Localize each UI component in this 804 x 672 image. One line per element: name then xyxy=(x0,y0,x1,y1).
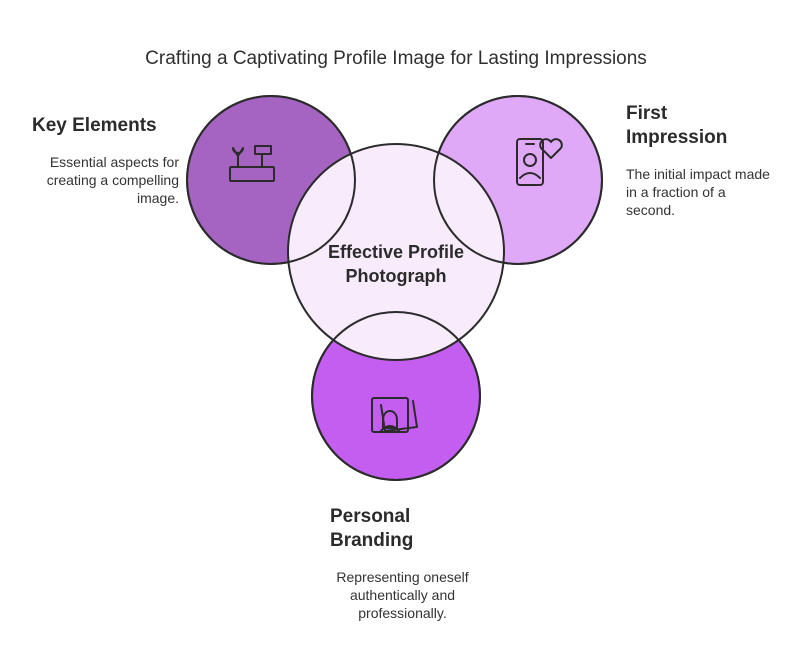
key-elements-heading: Key Elements xyxy=(32,115,157,136)
diagram-title: Crafting a Captivating Profile Image for… xyxy=(145,48,647,69)
phone-heart-icon xyxy=(516,138,563,186)
center-circle xyxy=(287,143,505,361)
toolbox-icon xyxy=(229,145,275,182)
first-impression-heading: First Impression xyxy=(626,103,728,148)
first-impression-outline xyxy=(433,95,603,265)
first-impression-description: The initial impact made in a fraction of… xyxy=(626,166,770,218)
personal-branding-heading: Personal Branding xyxy=(330,506,414,551)
key-elements-outline xyxy=(186,95,356,265)
personal-branding-outline xyxy=(311,311,481,481)
portrait-photos-icon xyxy=(371,397,418,433)
key-elements-description: Essential aspects for creating a compell… xyxy=(46,154,179,206)
personal-branding-description: Representing oneself authentically and p… xyxy=(336,569,469,621)
center-label: Effective Profile Photograph xyxy=(327,242,465,286)
